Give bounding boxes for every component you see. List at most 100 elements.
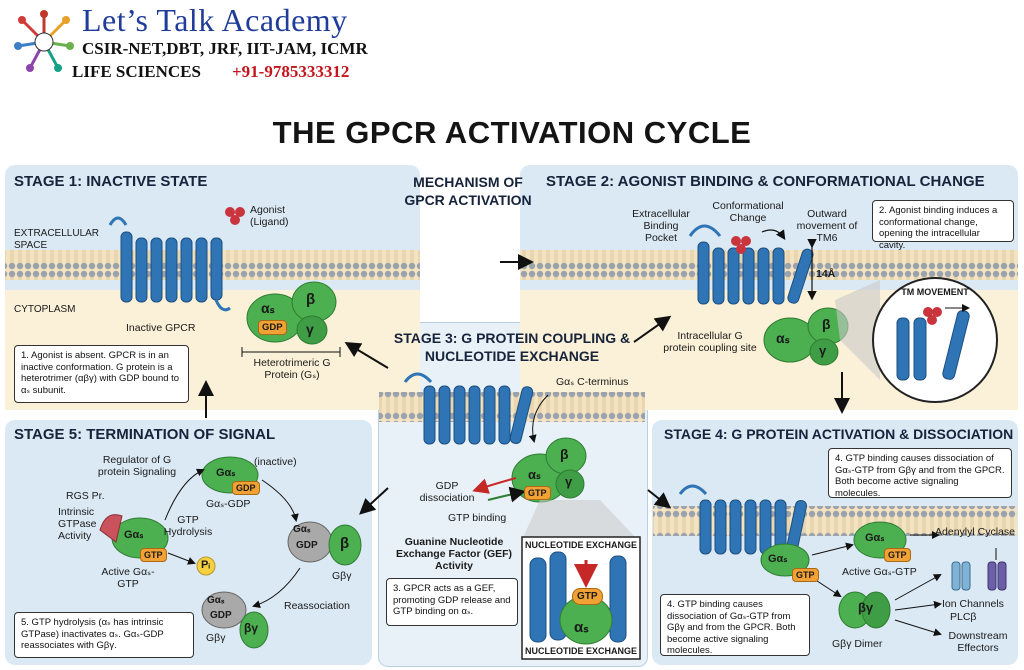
stage3-gpcr [403,372,534,445]
stage3-gef-label: Guanine Nucleotide Exchange Factor (GEF)… [395,536,513,572]
stage2-active-gpcr [688,224,814,305]
stage2-tm-movement-label: TM MOVEMENT [901,287,969,297]
stage5-reassociated-gbg-label: Gβγ [206,632,226,644]
stage2-distance-label: 14Å [816,268,836,280]
stage5-reassociated-galpha [201,591,247,629]
stage5-beta [328,524,362,566]
page-title: THE GPCR ACTIVATION CYCLE [272,115,752,150]
arrow-stage3-to-stage1 [344,341,389,369]
stage1-gamma-label: γ [306,321,314,337]
stage1-cytoplasm-label: CYTOPLASM [14,304,76,315]
stage5-gdp-badge: GDP [232,481,260,495]
stage2-binding-pocket-label: Extracellular Binding Pocket [632,208,690,244]
brand-subject: LIFE SCIENCES [72,62,201,81]
stage2-conformational-arrow [761,229,786,240]
stage4-galpha-label: Gαₛ [865,532,885,544]
stage3-membrane [379,392,645,422]
stage4-membrane-gtp-badge: GTP [792,568,819,582]
stage1-gdp-badge: GDP [258,320,287,335]
stage4-plc-label: PLCβ [950,611,977,623]
stage5-gdp-label: Gαₛ-GDP [206,498,251,510]
stage2-gamma-label: γ [819,343,827,358]
stage2-beta-label: β [822,316,831,332]
stage5-rgs-protein [99,514,123,543]
stage4-gpcr [678,484,808,555]
stage5-rgs-label: RGS Pr. [66,490,105,502]
arrow-stage3-to-stage2 [633,315,672,343]
stage5-title: STAGE 5: TERMINATION OF SIGNAL [14,426,276,443]
stage5-hydrolysis-label: GTP Hydrolysis [163,514,213,538]
stage4-downstream-label: Downstream Effectors [948,630,1008,654]
stage4-dimer-label: Gβγ Dimer [832,638,883,650]
stage4-adenylyl-label: Adenylyl Cyclase [935,526,1015,538]
brand-name: Let’s Talk Academy [82,2,348,38]
stage4-active-label: Active Gαₛ-GTP [842,566,917,578]
stage1-note: 1. Agonist is absent. GPCR is in an inac… [14,345,189,403]
stage3-gtp-binding-label: GTP binding [448,512,507,524]
stage3-inset-alpha-label: αₛ [574,619,589,636]
stage1-beta-label: β [306,291,316,308]
stage1-extracellular-label: EXTRACELLULAR SPACE [14,228,100,251]
arrow-stage3-to-stage4 [647,489,672,509]
stage2-tm-inset-helices [896,310,970,381]
stage3-inset-gtp-badge: GTP [572,588,603,605]
stage2-note: 2. Agonist binding induces a conformatio… [872,200,1014,251]
stage2-outward-label: Outward movement of TM6 [796,208,858,244]
stage2-coupling-label: Intracellular G protein coupling site [663,330,757,354]
stage3-alpha-label: αₛ [528,467,541,482]
stage4-note-bottom: 4. GTP binding causes dissociation of Gα… [660,594,810,656]
center-heading: MECHANISM OF GPCR ACTIVATION [404,174,532,208]
stage3-beta-label: β [560,446,569,462]
stage4-betagamma-label: βγ [858,600,874,615]
stage2-agonist-icon [731,236,751,254]
stage5-inactive-label: (inactive) [254,456,297,468]
stage3-title: STAGE 3: G PROTEIN COUPLING & NUCLEOTIDE… [393,330,631,364]
stage5-reassociated-bg-label: βγ [244,621,258,635]
stage4-note-top: 4. GTP binding causes dissociation of Gα… [828,448,1012,499]
stage4-membrane [653,506,1017,536]
stage3-note: 3. GPCR acts as a GEF, promoting GDP rel… [386,578,518,626]
stage4-gtp-badge: GTP [884,548,911,562]
stage5-reassociation-label: Reassociation [284,600,350,612]
stage4-membrane-galpha-label: Gαₛ [768,553,788,565]
stage2-tm-inset-agonist [923,307,942,325]
stage5-gray-galpha-label: Gαₛ [293,524,311,535]
stage5-reassociated-gdp-label: GDP [210,610,232,621]
stage5-gray-gdp-label: GDP [296,540,318,551]
stage4-gamma [861,591,891,629]
stage5-reassociated-galpha-label: Gαₛ [207,595,225,606]
stage3-c-terminus-label: Gαₛ C-terminus [556,376,629,388]
stage5-regulator-label: Regulator of G protein Signaling [97,454,177,478]
stage1-heterotrimer-label: Heterotrimeric G Protein (Gₛ) [253,357,331,381]
stage3-gtp-badge: GTP [524,486,551,500]
brand-exams: CSIR-NET,DBT, JRF, IIT-JAM, ICMR [82,39,368,58]
stage1-alpha-label: αₛ [261,300,275,316]
stage5-active-label: Active Gαₛ-GTP [101,566,155,590]
stage4-title: STAGE 4: G PROTEIN ACTIVATION & DISSOCIA… [664,426,1014,442]
academy-logo-icon [14,10,74,72]
stage1-inactive-gpcr [108,216,231,312]
stage4-ion-channels-label: Ion Channels [942,598,1004,610]
stage3-gamma-label: γ [565,474,573,489]
brand-phone: +91-9785333312 [232,62,350,81]
stage5-gbg-label: Gβγ [332,570,352,582]
stage3-gdp-dissociation-label: GDP dissociation [419,480,475,504]
stage5-gdp-galpha-label: Gαₛ [216,467,236,479]
stage5-note: 5. GTP hydrolysis (αₛ has intrinsic GTPa… [14,612,194,658]
stage5-active-galpha-label: Gαₛ [124,529,144,541]
stage3-inset-title-bottom: NUCLEOTIDE EXCHANGE [524,646,637,656]
stage5-pi-circle [196,556,216,576]
stage5-intrinsic-label: Intrinsic GTPase Activity [58,506,97,542]
stage3-inset-title-top: NUCLEOTIDE EXCHANGE [524,540,637,550]
arrow-stage3-to-stage5 [359,487,389,515]
stage1-title: STAGE 1: INACTIVE STATE [14,173,208,190]
stage3-gdp-release-arrow [472,477,517,494]
stage5-beta-label: β [340,535,350,552]
stage2-zoom-wedge [835,280,880,380]
stage1-agonist-label: Agonist (Ligand) [250,204,289,228]
stage5-gtp-badge: GTP [140,548,167,562]
stage5-pi-label: Pᵢ [201,559,210,571]
stage3-gtp-binding-arrow [487,486,526,503]
stage2-alpha-label: αₛ [776,330,790,346]
